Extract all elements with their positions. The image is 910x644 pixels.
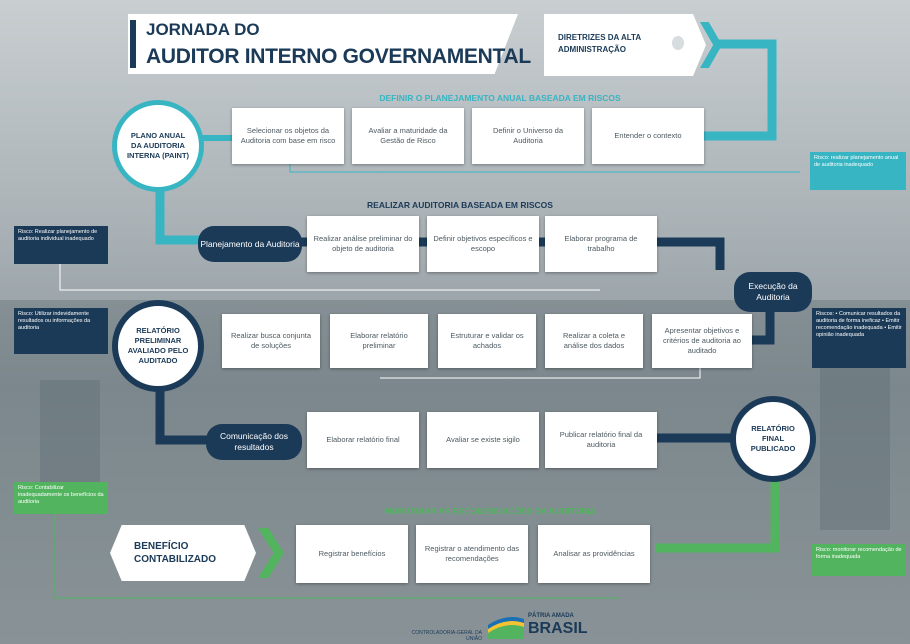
lightbulb-icon <box>672 36 684 50</box>
step-busca-solucoes: Realizar busca conjunta de soluções <box>222 314 320 368</box>
relatorio-preliminar-circle: RELATÓRIO PRELIMINAR AVALIADO PELO AUDIT… <box>112 300 204 392</box>
step-registrar-beneficios: Registrar benefícios <box>296 525 408 583</box>
building <box>820 350 890 530</box>
risk-note-contabilizar: Risco: Contabilizar inadequadamente os b… <box>14 482 108 514</box>
title-box <box>128 14 518 74</box>
beneficio-label: BENEFÍCIO CONTABILIZADO <box>134 541 217 565</box>
step-apresentar-objetivos: Apresentar objetivos e critérios de audi… <box>652 314 752 368</box>
paint-circle: PLANO ANUAL DA AUDITORIA INTERNA (PAINT) <box>112 100 204 192</box>
title-line1: JORNADA DO <box>146 20 260 39</box>
section-title-monitorar: MONITORAR AS RECOMENDAÇÕES DA AUDITORIA <box>384 506 596 516</box>
step-avaliar-maturidade: Avaliar a maturidade da Gestão de Risco <box>352 108 464 164</box>
risk-note-planejamento-anual: Risco: realizar planejamento anual de au… <box>810 152 906 190</box>
step-definir-objetivos: Definir objetivos específicos e escopo <box>427 216 539 272</box>
risk-note-comunicar: Riscos: • Comunicar resultados da audito… <box>812 308 906 368</box>
step-programa-trabalho: Elaborar programa de trabalho <box>545 216 657 272</box>
pill-execucao: Execução da Auditoria <box>734 272 812 312</box>
section-title-planejamento: DEFINIR O PLANEJAMENTO ANUAL BASEADA EM … <box>379 93 621 103</box>
step-definir-universo: Definir o Universo da Auditoria <box>472 108 584 164</box>
risk-note-utilizar: Risco: Utilizar indevidamente resultados… <box>14 308 108 354</box>
step-relatorio-final: Elaborar relatório final <box>307 412 419 468</box>
step-relatorio-preliminar: Elaborar relatório preliminar <box>330 314 428 368</box>
brasil-text: BRASIL <box>528 620 588 637</box>
relatorio-final-circle: RELATÓRIO FINAL PUBLICADO <box>730 396 816 482</box>
step-analisar-providencias: Analisar as providências <box>538 525 650 583</box>
brasil-flag-icon <box>488 617 524 639</box>
step-analise-preliminar: Realizar análise preliminar do objeto de… <box>307 216 419 272</box>
risk-note-planejamento-individual: Risco: Realizar planejamento de auditori… <box>14 226 108 264</box>
title-line2: AUDITOR INTERNO GOVERNAMENTAL <box>146 45 531 68</box>
pill-comunicacao: Comunicação dos resultados <box>206 424 302 460</box>
cgu-logo-text: CONTROLADORIA-GERAL DA UNIÃO <box>411 630 482 642</box>
step-registrar-atendimento: Registrar o atendimento das recomendaçõe… <box>416 525 528 583</box>
risk-note-monitorar: Risco: monitorar recomendação de forma i… <box>812 544 906 576</box>
step-publicar-relatorio: Publicar relatório final da auditoria <box>545 412 657 468</box>
beneficio-box <box>110 525 256 581</box>
step-coleta-dados: Realizar a coleta e análise dos dados <box>545 314 643 368</box>
diretrizes-label: DIRETRIZES DA ALTA ADMINISTRAÇÃO <box>558 33 641 54</box>
patria-amada-text: PÁTRIA AMADA <box>528 613 574 619</box>
step-avaliar-sigilo: Avaliar se existe sigilo <box>427 412 539 468</box>
building <box>40 380 100 500</box>
pill-planejamento: Planejamento da Auditoria <box>198 226 302 262</box>
step-entender-contexto: Entender o contexto <box>592 108 704 164</box>
section-title-auditoria: REALIZAR AUDITORIA BASEADA EM RISCOS <box>367 200 553 210</box>
title-accent <box>130 20 136 68</box>
step-estruturar-achados: Estruturar e validar os achados <box>438 314 536 368</box>
step-selecionar-objetos: Selecionar os objetos da Auditoria com b… <box>232 108 344 164</box>
